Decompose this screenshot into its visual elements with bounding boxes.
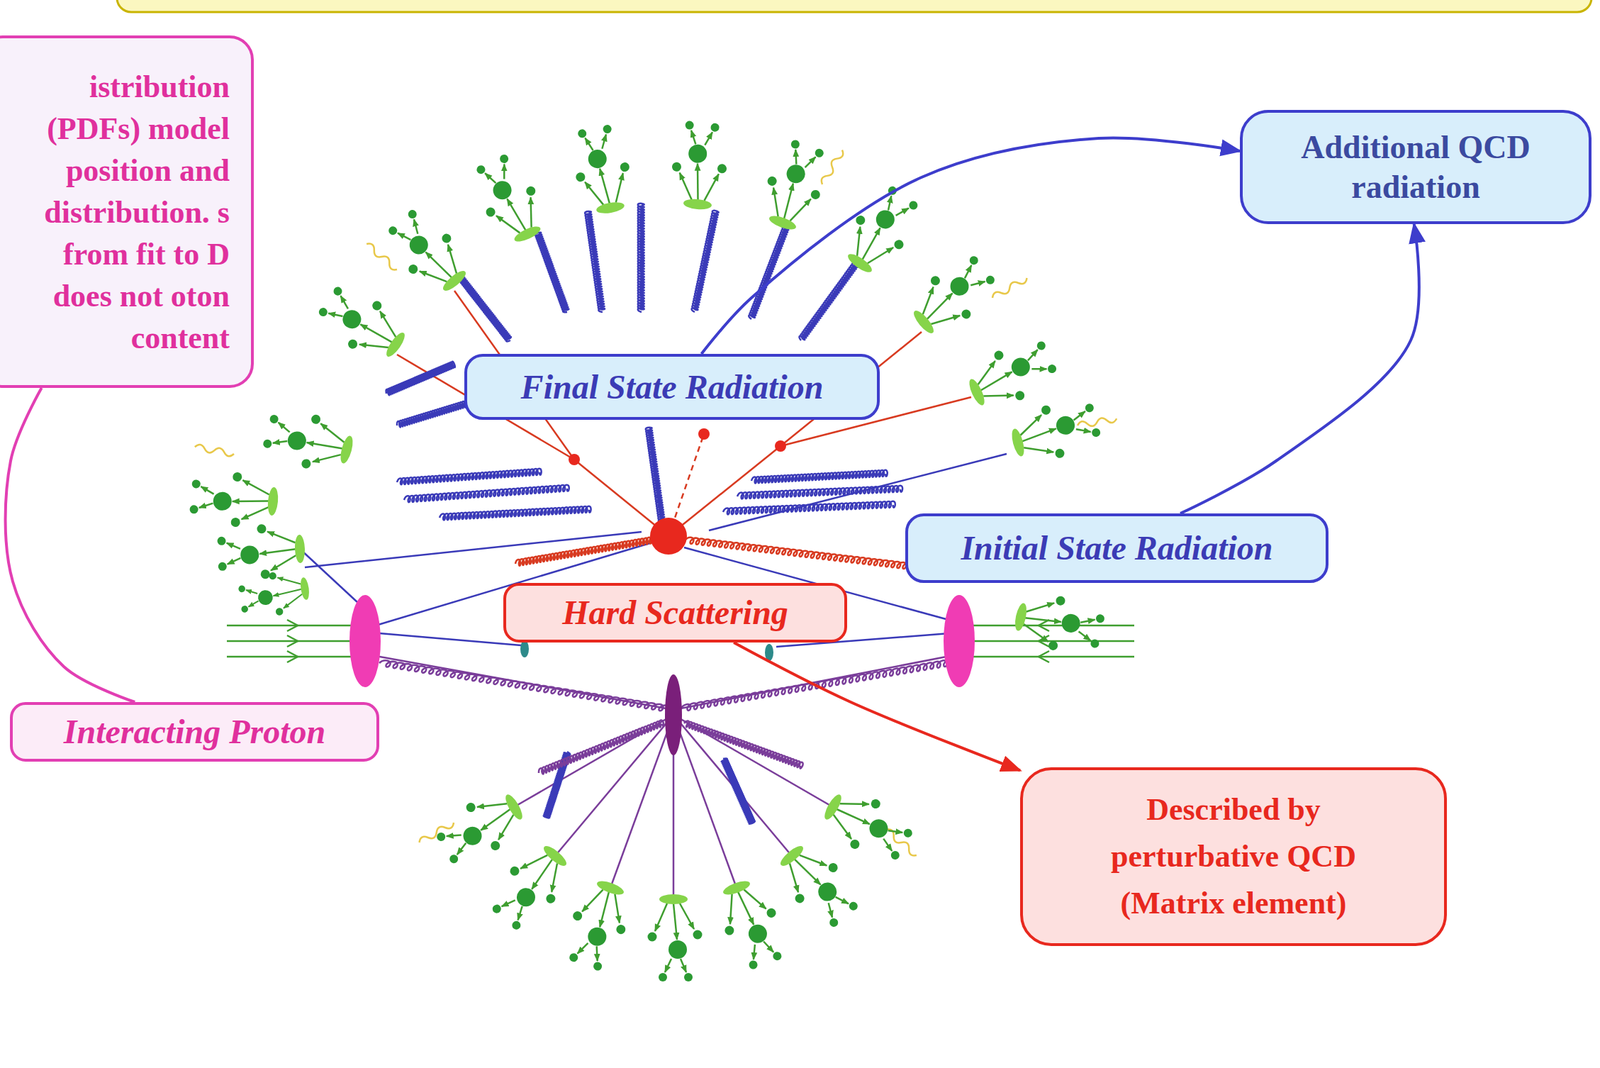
box-label: istribution (PDFs) model position and di… <box>17 66 230 360</box>
gluon-coil <box>514 536 656 567</box>
gluon-coil <box>384 203 903 825</box>
box-label: Hard Scattering <box>562 591 789 634</box>
header-banner <box>116 0 1592 13</box>
photon-wave <box>991 275 1029 301</box>
hadron-cluster <box>833 179 929 283</box>
gluon-coil <box>723 501 896 515</box>
box-label: Final State Radiation <box>521 366 824 408</box>
hadron-cluster <box>1005 393 1105 469</box>
gluon-coil <box>378 203 955 825</box>
parton-line <box>555 714 674 856</box>
vertex <box>774 440 787 452</box>
gluon-coil <box>378 659 671 713</box>
hadron-cluster <box>429 781 533 873</box>
hadron-cluster <box>311 276 415 372</box>
box-label: Interacting Proton <box>63 711 326 753</box>
gluon-coil <box>537 719 665 776</box>
gluon-coil <box>751 470 888 484</box>
gluon-coil <box>404 484 570 502</box>
vertex <box>650 517 687 555</box>
connector-arrow <box>5 387 136 702</box>
photon-wave <box>1076 415 1118 429</box>
gluon-coil <box>396 468 542 485</box>
beam-line <box>1038 650 1050 663</box>
parton-line <box>668 445 781 536</box>
gluon-coil <box>720 757 756 825</box>
hadron-cluster <box>188 468 281 531</box>
beam-line <box>226 655 358 658</box>
hadron-cluster <box>259 403 358 479</box>
photon-wave <box>194 443 235 458</box>
gluon-coil <box>384 360 456 396</box>
gluon-coil <box>691 209 719 313</box>
gluon-coil <box>798 258 862 342</box>
gluon-coil <box>645 426 666 525</box>
beam-line <box>226 624 358 627</box>
gluon-coil <box>747 224 790 320</box>
hadron-cluster <box>815 779 919 870</box>
vertex <box>664 674 682 755</box>
label-box: Initial State Radiation <box>905 513 1329 583</box>
proton-shape <box>943 594 975 687</box>
gluon-coil <box>684 536 919 571</box>
parton-line <box>396 290 972 536</box>
gluon-coil <box>683 719 804 769</box>
hadron-cluster <box>710 873 792 975</box>
beam-line <box>226 640 358 643</box>
hadron-cluster <box>960 331 1063 418</box>
gluon-coil <box>638 203 645 312</box>
box-label: Additional QCD radiation <box>1266 127 1565 206</box>
hadron-cluster <box>379 201 478 304</box>
result-box: Described by perturbative QCD (Matrix el… <box>1020 767 1447 946</box>
parton-line <box>673 714 833 807</box>
hadron-cluster <box>557 874 639 975</box>
label-box: Interacting Proton <box>9 701 380 762</box>
photon-wave <box>364 241 400 273</box>
photon-wave <box>417 819 456 846</box>
hadron-cluster <box>216 522 307 580</box>
hadron-cluster <box>482 835 580 938</box>
beam-line <box>967 624 1135 627</box>
connector-arrow <box>733 642 1021 770</box>
hadron-cluster <box>769 833 867 936</box>
hadron-cluster <box>668 119 731 212</box>
note-box: istribution (PDFs) model position and di… <box>0 35 254 388</box>
vertex <box>568 453 580 466</box>
proton-shape <box>349 594 381 687</box>
label-box: Final State Radiation <box>464 353 880 420</box>
gluon-coil <box>456 273 513 343</box>
box-label: Described by perturbative QCD (Matrix el… <box>1077 786 1390 927</box>
beam-line <box>1038 619 1050 631</box>
parton-line <box>379 633 522 646</box>
label-box: Hard Scattering <box>503 582 848 643</box>
box-label: Initial State Radiation <box>960 527 1273 569</box>
hadron-cluster <box>647 893 703 982</box>
beam-line <box>287 650 298 663</box>
gluon-coil <box>737 485 904 500</box>
parton-line <box>513 714 674 807</box>
hadron-cluster <box>1010 587 1108 660</box>
gluon-coil <box>584 210 606 312</box>
parton-line <box>299 290 1007 899</box>
beam-line <box>287 635 298 647</box>
connector-arrow <box>701 137 1240 354</box>
hadron-cluster <box>236 567 312 621</box>
vertex <box>698 428 710 440</box>
connector-arrow <box>1180 224 1420 514</box>
result-box: Additional QCD radiation <box>1239 109 1592 225</box>
gluon-coil <box>514 536 919 571</box>
beam-line <box>967 655 1135 658</box>
parton-line <box>673 714 792 856</box>
gluon-coil <box>439 506 592 521</box>
beam-line <box>287 619 298 631</box>
hadron-cluster <box>901 246 1004 345</box>
hadron-cluster <box>754 135 836 237</box>
gluon-coil <box>378 658 955 776</box>
hadron-cluster <box>466 148 553 251</box>
parton-line <box>375 655 950 899</box>
vertex <box>520 640 529 658</box>
hadron-cluster <box>567 121 637 218</box>
gluon-coil <box>534 231 570 314</box>
